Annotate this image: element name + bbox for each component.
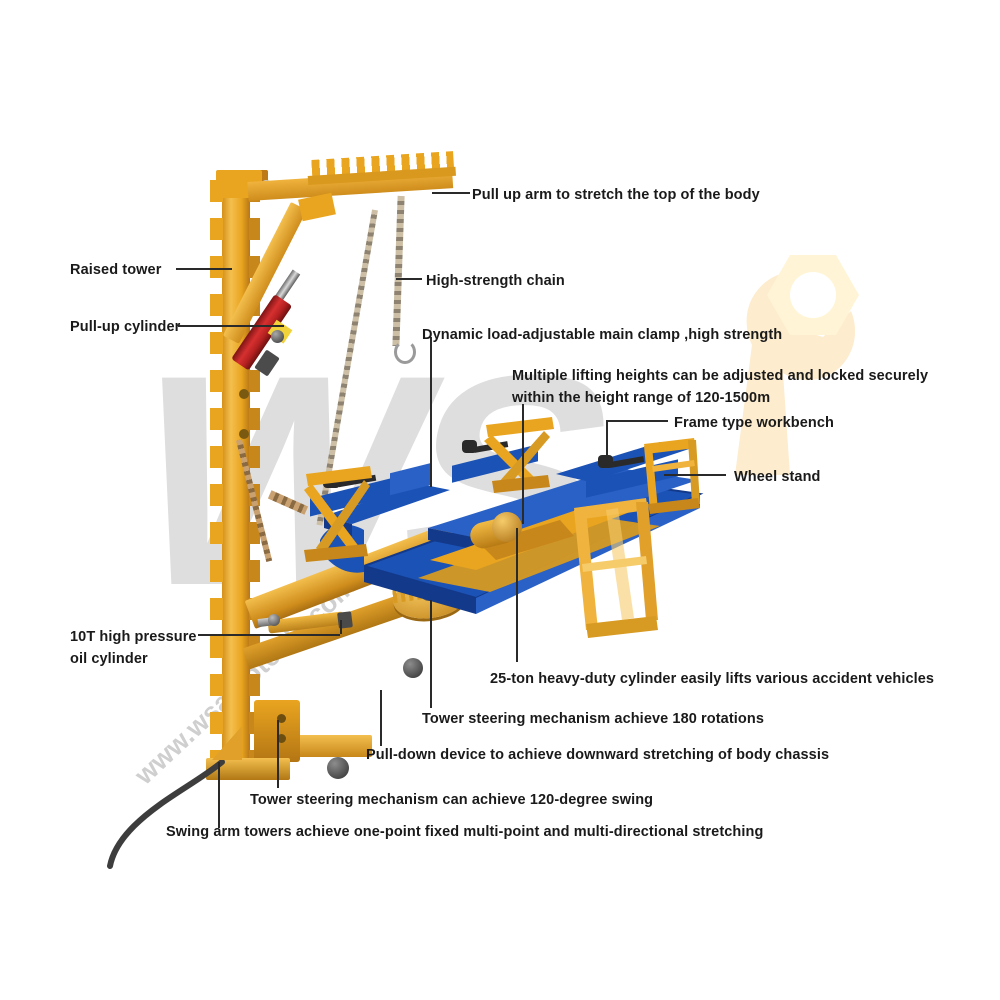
leader-frame-workbench-drop <box>606 420 608 468</box>
chain-secondary-strand <box>316 209 378 526</box>
pull-up-arm-top-rail <box>307 166 456 185</box>
tower-lower-bolt-2-icon <box>239 429 249 439</box>
chain-loose-end <box>267 490 309 515</box>
pull-up-cylinder-end-fitting <box>254 349 280 377</box>
leader-wheel-stand <box>664 474 726 476</box>
label-lifting-heights-line2: within the height range of 120-1500m <box>512 390 771 407</box>
oil-cylinder-mount-bolt-icon <box>268 614 280 626</box>
rotation-plate-teeth <box>390 570 470 604</box>
leader-pull-up-cylinder <box>178 325 284 327</box>
label-tower-steering-120: Tower steering mechanism can achieve 120… <box>250 792 654 808</box>
boom-head-bracket <box>298 192 336 222</box>
label-pull-down-device: Pull-down device to achieve downward str… <box>366 747 830 763</box>
tower-base-bolt-a-icon <box>277 714 286 723</box>
wrench-and-hex-nut-logo-icon <box>735 255 859 475</box>
scissor-lift-stand-center <box>484 417 554 493</box>
label-frame-type-workbench: Frame type workbench <box>674 415 834 431</box>
tower-diagonal-boom <box>222 201 308 344</box>
vehicle-chassis-rails <box>418 506 660 592</box>
main-clamp-mid-knob-icon <box>462 440 477 453</box>
pull-down-caster-wheel-icon <box>327 757 349 779</box>
main-clamp-left-knob-icon <box>323 474 340 488</box>
tower-notch-rack-right <box>249 180 260 765</box>
tower-top-pivot-bolt-icon <box>260 180 273 193</box>
leader-pull-up-arm <box>432 192 470 194</box>
wheel-stand-right <box>644 438 700 514</box>
tower-base-gusset <box>212 726 242 760</box>
oil-cylinder-10t-body <box>267 611 345 634</box>
chain-to-tower-strand <box>236 439 273 563</box>
oil-cylinder-10t-rod <box>257 616 277 628</box>
tower-mid-bolt-icon <box>271 330 284 343</box>
leader-tower-steering-180 <box>430 600 432 708</box>
pull-up-cylinder-body <box>231 294 293 371</box>
main-clamp-right-knob-icon <box>598 455 613 468</box>
leader-main-clamp <box>430 337 432 487</box>
label-pull-up-arm: Pull up arm to stretch the top of the bo… <box>472 187 760 203</box>
label-swing-arm-towers: Swing arm towers achieve one-point fixed… <box>166 824 764 840</box>
high-strength-chain <box>392 195 405 347</box>
swing-arm-caster-wheel-icon <box>403 658 423 678</box>
leader-pull-down-device <box>380 690 382 746</box>
leader-lifting-heights <box>522 404 524 524</box>
raised-tower-column <box>222 172 250 772</box>
leader-oil-cylinder-10t <box>198 634 340 636</box>
label-oil-cylinder-10t-line1: 10T high pressure <box>70 629 197 645</box>
pull-up-arm-teeth <box>311 151 455 184</box>
tower-notch-rack <box>210 180 223 765</box>
leader-high-strength-chain <box>396 278 422 280</box>
main-clamp-right-base <box>586 459 678 498</box>
watermark-url-text: www.wsautotools.com <box>128 570 362 791</box>
leader-heavy-duty-cylinder-25t <box>516 528 518 662</box>
label-oil-cylinder-10t-line2: oil cylinder <box>70 651 148 668</box>
swing-arm-beam <box>244 516 476 630</box>
main-clamp-right-screw <box>609 456 645 468</box>
cylinder-25t-barrel <box>492 512 522 542</box>
tower-top-pivot-block <box>216 170 268 198</box>
label-lifting-heights: Multiple lifting heights can be adjusted… <box>512 365 942 410</box>
leader-oil-cylinder-10t-up <box>340 620 342 634</box>
pull-up-cylinder-rod <box>267 269 301 313</box>
leader-frame-type-workbench <box>606 420 668 422</box>
label-wheel-stand: Wheel stand <box>734 469 821 485</box>
oil-cylinder-10t-fitting-icon <box>337 611 353 629</box>
label-pull-up-cylinder: Pull-up cylinder <box>70 319 181 335</box>
tower-base-bolt-b-icon <box>277 734 286 743</box>
swing-arm-lower-beam <box>242 570 477 670</box>
hydraulic-hose <box>107 760 225 869</box>
main-clamp-left-head <box>390 462 432 496</box>
chain-hook-icon <box>394 340 416 364</box>
label-heavy-duty-cylinder-25t: 25-ton heavy-duty cylinder easily lifts … <box>490 671 935 687</box>
tower-lower-bolt-icon <box>239 389 249 399</box>
tower-steering-rotation-plate <box>390 573 470 623</box>
label-high-strength-chain: High-strength chain <box>426 273 565 289</box>
scissor-lift-stand-left <box>304 466 372 562</box>
pull-up-cylinder-label-band <box>267 319 293 344</box>
main-clamp-mid-base <box>452 444 538 483</box>
tower-base-swivel-bracket <box>254 700 300 762</box>
main-clamp-left-base <box>310 475 402 517</box>
rotation-plate-center-pin-icon <box>421 589 438 601</box>
leader-tower-steering-120 <box>277 720 279 788</box>
heavy-duty-cylinder-25t <box>467 514 519 552</box>
leader-raised-tower <box>176 268 232 270</box>
pull-down-device-tube <box>262 735 372 757</box>
watermark-ws-text: WS <box>104 312 631 648</box>
pull-up-arm <box>247 169 454 201</box>
wheel-stand-front <box>574 498 658 638</box>
main-clamp-mid-screw <box>473 441 509 453</box>
label-oil-cylinder-10t: 10T high pressure oil cylinder <box>70 626 230 671</box>
label-tower-steering-180: Tower steering mechanism achieve 180 rot… <box>422 711 764 727</box>
label-main-clamp: Dynamic load-adjustable main clamp ,high… <box>422 327 783 343</box>
label-lifting-heights-line1: Multiple lifting heights can be adjusted… <box>512 368 929 384</box>
main-clamp-left-screw <box>337 474 377 488</box>
label-raised-tower: Raised tower <box>70 262 162 278</box>
leader-swing-arm-towers <box>218 762 220 828</box>
frame-type-workbench <box>320 442 704 614</box>
tower-base-foot <box>206 758 290 780</box>
